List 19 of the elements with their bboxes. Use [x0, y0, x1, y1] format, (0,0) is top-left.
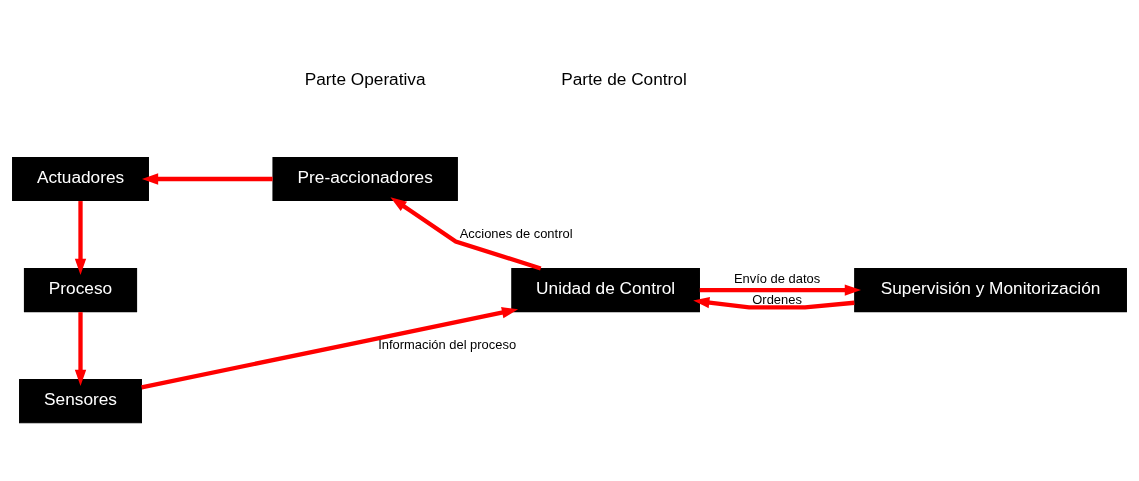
- arrow: [74, 311, 87, 386]
- arrow: [141, 172, 273, 185]
- edge-label: Envío de datos: [733, 270, 821, 286]
- edge-label: Ordenes: [752, 291, 802, 307]
- arrow: [699, 283, 861, 296]
- edge-label: Acciones de control: [459, 225, 573, 241]
- arrow: [693, 296, 855, 309]
- edge-label: Información del proceso: [378, 336, 517, 352]
- arrow: [390, 196, 542, 270]
- node-box: Sensores: [19, 378, 142, 423]
- node-box: Supervisión y Monitorización: [854, 267, 1127, 312]
- label: Parte de Control: [561, 68, 687, 89]
- arrow: [141, 306, 519, 389]
- label: Parte Operativa: [304, 68, 426, 89]
- node-box: Proceso: [23, 267, 138, 312]
- arrow: [74, 200, 87, 275]
- node-box: Actuadores: [12, 156, 149, 201]
- node-box: Unidad de Control: [511, 267, 700, 312]
- node-box: Pre-accionadores: [272, 156, 458, 201]
